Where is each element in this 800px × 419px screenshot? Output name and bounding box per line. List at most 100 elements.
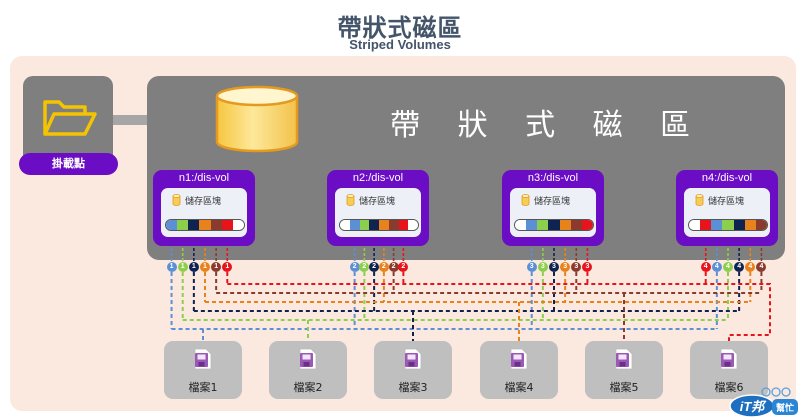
chunk-badge-green: 4 [723, 262, 733, 272]
database-cylinder-icon [215, 85, 299, 153]
node-title: n4:/dis-vol [701, 172, 753, 184]
storage-block-label: 儲存區塊 [708, 197, 745, 207]
stripe-segment-red [581, 220, 593, 230]
file-label: 檔案6 [714, 381, 744, 394]
stripe-bar [339, 219, 419, 231]
file-label: 檔案4 [504, 381, 534, 394]
stripe-segment-navy [733, 220, 745, 230]
chunk-badge-brown: 3 [571, 262, 582, 272]
stripe-segment-white [408, 220, 418, 230]
stripe-segment-blue [711, 220, 723, 230]
mount-point-label: 掛載點 [19, 153, 118, 175]
chunk-badge-green: 1 [177, 262, 188, 272]
chunk-badge-red: 4 [700, 262, 711, 272]
chunk-badge-navy: 2 [369, 262, 380, 272]
stripe-segment-orange [379, 220, 389, 230]
file-5-box: 檔案5 [585, 341, 663, 399]
volume-label: 帶 狀 式 磁 區 [390, 108, 705, 143]
file-save-icon [194, 348, 212, 370]
file-save-icon [510, 348, 528, 370]
file-save-icon [404, 348, 422, 370]
stripe-bar [165, 219, 245, 231]
storage-cylinder-icon [172, 194, 181, 206]
folder-open-icon [43, 100, 97, 136]
node-3-box: n3:/dis-vol 儲存區塊 [502, 170, 604, 246]
watermark-sub-text: 幫忙 [776, 402, 794, 414]
chunk-badge-red: 2 [398, 262, 409, 272]
storage-cylinder-icon [695, 194, 704, 206]
stripe-segment-green [537, 220, 549, 230]
storage-block-box: 儲存區塊 [684, 188, 770, 237]
storage-block-box: 儲存區塊 [335, 188, 421, 237]
chunk-badge-blue: 1 [166, 262, 177, 272]
chunk-badge-blue: 4 [711, 262, 722, 272]
stripe-segment-blue [526, 220, 538, 230]
stripe-segment-navy [188, 220, 200, 230]
chunk-badge-navy: 1 [188, 262, 199, 272]
stripe-segment-orange [199, 220, 211, 230]
file-1-box: 檔案1 [164, 341, 242, 399]
stripe-segment-navy [548, 220, 560, 230]
node-1-box: n1:/dis-vol 儲存區塊 [153, 170, 255, 246]
chunk-badge-navy: 3 [549, 262, 559, 272]
storage-cylinder-icon [346, 194, 355, 206]
chunk-badge-orange: 4 [745, 262, 756, 272]
storage-block-label: 儲存區塊 [359, 197, 396, 207]
chunk-badge-brown: 4 [756, 262, 767, 272]
stripe-segment-green [177, 220, 189, 230]
chunk-badge-blue: 3 [526, 262, 537, 272]
storage-block-label: 儲存區塊 [185, 197, 222, 207]
storage-cylinder-icon [521, 194, 530, 206]
ithome-watermark-logo: iT邦 幫忙 [729, 387, 798, 418]
stripe-segment-orange [744, 220, 756, 230]
chunk-badge-blue: 2 [349, 262, 360, 272]
node-title: n3:/dis-vol [527, 172, 579, 184]
stripe-bar [514, 219, 594, 231]
chunk-badge-green: 3 [537, 262, 548, 272]
file-save-icon [720, 348, 738, 370]
chunk-badge-green: 2 [359, 262, 370, 272]
storage-block-box: 儲存區塊 [510, 188, 596, 237]
node-title: n1:/dis-vol [178, 172, 230, 184]
stripe-bar [688, 219, 768, 231]
node-2-box: n2:/dis-vol 儲存區塊 [327, 170, 429, 246]
stripe-segment-brown [755, 220, 767, 230]
storage-block-box: 儲存區塊 [161, 188, 247, 237]
stripe-segment-red [221, 220, 233, 230]
file-label: 檔案1 [188, 381, 218, 394]
file-4-box: 檔案4 [480, 341, 558, 399]
stripe-segment-white [515, 220, 527, 230]
file-3-box: 檔案3 [374, 341, 452, 399]
stripe-segment-green [359, 220, 370, 230]
file-label: 檔案3 [398, 381, 428, 394]
node-4-box: n4:/dis-vol 儲存區塊 [676, 170, 778, 246]
stripe-segment-brown [210, 220, 222, 230]
chunk-badge-navy: 4 [734, 262, 745, 272]
stripe-segment-red [398, 220, 409, 230]
stripe-segment-red [700, 220, 712, 230]
chunk-badge-orange: 1 [200, 262, 210, 272]
stripe-segment-white [340, 220, 350, 230]
chunk-badge-orange: 3 [560, 262, 571, 272]
stripe-segment-green [722, 220, 734, 230]
diagram-subtitle: Striped Volumes [349, 37, 451, 52]
file-label: 檔案2 [293, 381, 323, 394]
diagram-title: 帶狀式磁區 [337, 14, 463, 42]
stripe-segment-blue [166, 220, 178, 230]
file-save-icon [299, 348, 317, 370]
chunk-badge-brown: 2 [388, 262, 399, 272]
chunk-badge-orange: 2 [378, 262, 389, 272]
node-title: n2:/dis-vol [352, 172, 404, 184]
stripe-segment-navy [369, 220, 379, 230]
chunk-badge-brown: 1 [211, 262, 222, 272]
file-6-box: 檔案6 [690, 341, 768, 399]
stripe-segment-orange [559, 220, 571, 230]
stripe-segment-blue [349, 220, 360, 230]
storage-block-label: 儲存區塊 [534, 197, 571, 207]
file-save-icon [615, 348, 633, 370]
stripe-segment-white [232, 220, 244, 230]
chunk-badge-red: 3 [582, 262, 593, 272]
file-label: 檔案5 [609, 381, 639, 394]
stripe-segment-brown [388, 220, 399, 230]
watermark-main-text: iT邦 [740, 399, 768, 414]
